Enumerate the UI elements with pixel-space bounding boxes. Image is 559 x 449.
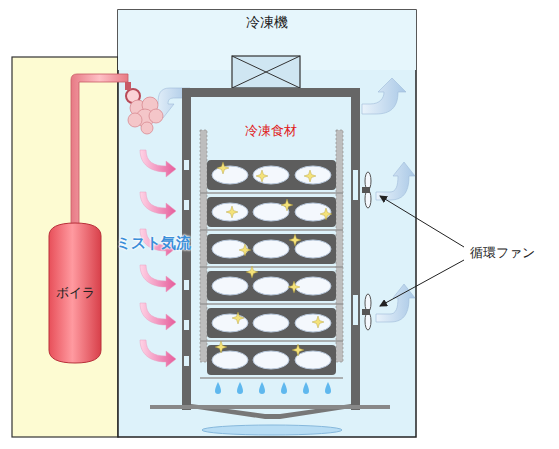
mist-airflow-label: ミスト気流: [116, 234, 191, 253]
node-text: ボイラ: [56, 285, 95, 301]
node-text: 冷凍機: [246, 14, 288, 31]
freezing-chamber: 冷凍食材: [191, 97, 351, 147]
refrigerator-label-band: 冷凍機: [118, 14, 416, 54]
boiler-cylinder: ボイラ: [48, 222, 102, 364]
node-text: 冷凍食材: [245, 123, 297, 139]
fan-callout: 循環ファン: [470, 244, 535, 262]
